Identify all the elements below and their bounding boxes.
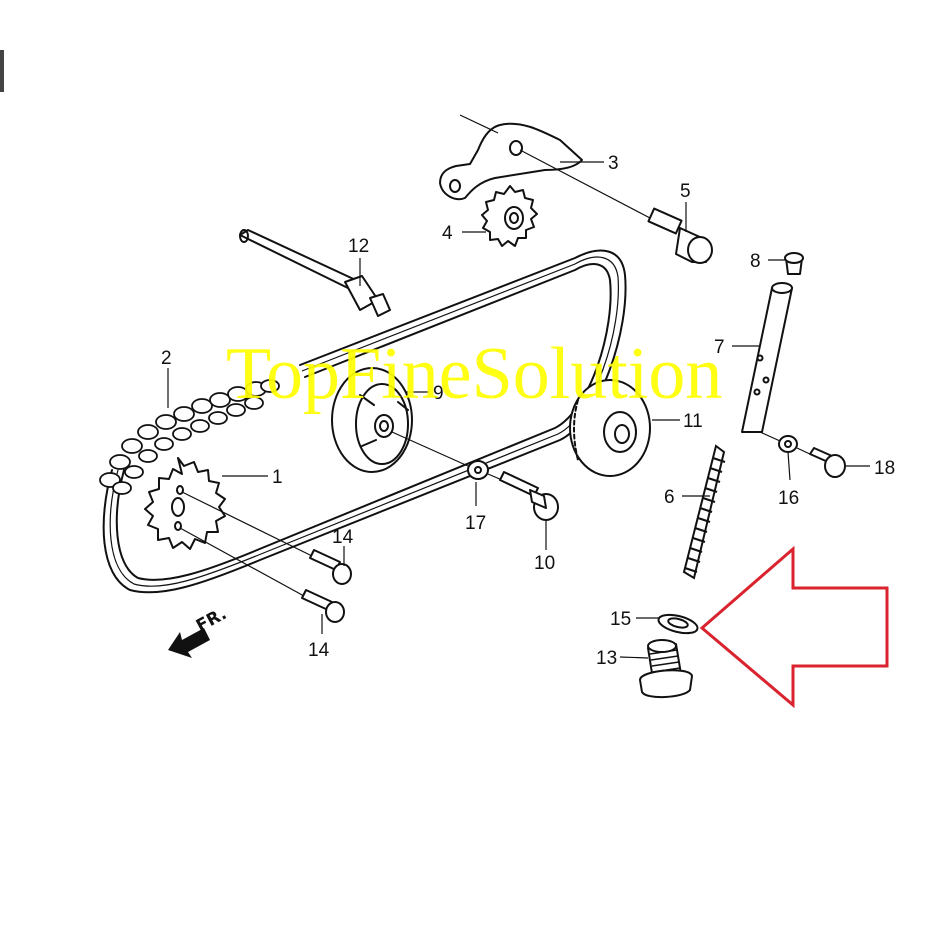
label-11: 11 bbox=[683, 411, 703, 432]
tube-part-7 bbox=[741, 282, 793, 433]
roller-part-9 bbox=[331, 367, 413, 473]
sprocket-part-1 bbox=[144, 457, 226, 550]
label-1: 1 bbox=[272, 467, 283, 488]
bolt-part-10 bbox=[487, 471, 559, 521]
edge-artifact bbox=[0, 50, 4, 92]
watermark: TopFineSolution bbox=[226, 333, 722, 415]
bolt-part-5 bbox=[519, 149, 713, 264]
label-12: 12 bbox=[348, 236, 369, 257]
washer-part-17 bbox=[391, 431, 489, 480]
washer-part-15 bbox=[657, 613, 699, 635]
label-16: 16 bbox=[778, 488, 799, 509]
label-2: 2 bbox=[161, 348, 172, 369]
spring-part-6 bbox=[682, 444, 726, 580]
sprocket-part-4 bbox=[481, 185, 538, 247]
label-18: 18 bbox=[874, 458, 895, 479]
label-17: 17 bbox=[465, 513, 486, 534]
shaft-part-12 bbox=[239, 229, 391, 317]
label-3: 3 bbox=[608, 153, 619, 174]
cap-part-8 bbox=[784, 252, 804, 275]
label-6: 6 bbox=[664, 487, 675, 508]
part-labels: 1 2 3 4 5 6 7 8 9 10 11 12 13 14 14 15 1… bbox=[161, 153, 895, 669]
leader-lines bbox=[167, 161, 870, 659]
label-7: 7 bbox=[714, 337, 725, 358]
label-14-upper: 14 bbox=[332, 527, 354, 548]
front-arrow-icon bbox=[168, 628, 210, 658]
front-direction-indicator: FR. bbox=[168, 604, 230, 658]
bolt-part-14-upper bbox=[181, 491, 352, 585]
label-5: 5 bbox=[680, 181, 691, 202]
bolt-part-18 bbox=[796, 447, 846, 478]
washer-part-16 bbox=[759, 431, 798, 453]
chain-links bbox=[99, 379, 280, 495]
label-9: 9 bbox=[433, 383, 444, 404]
label-15: 15 bbox=[610, 609, 631, 630]
label-14-lower: 14 bbox=[308, 640, 330, 661]
label-10: 10 bbox=[534, 553, 555, 574]
roller-part-11 bbox=[569, 379, 651, 477]
label-4: 4 bbox=[442, 223, 453, 244]
bracket-part-3 bbox=[439, 114, 583, 201]
highlight-arrow-icon bbox=[699, 545, 889, 709]
bolt-part-14-lower bbox=[179, 527, 345, 623]
label-13: 13 bbox=[596, 648, 617, 669]
sealing-bolt-part-13 bbox=[639, 639, 693, 698]
label-8: 8 bbox=[750, 251, 761, 272]
cam-chain-loop bbox=[102, 249, 627, 594]
